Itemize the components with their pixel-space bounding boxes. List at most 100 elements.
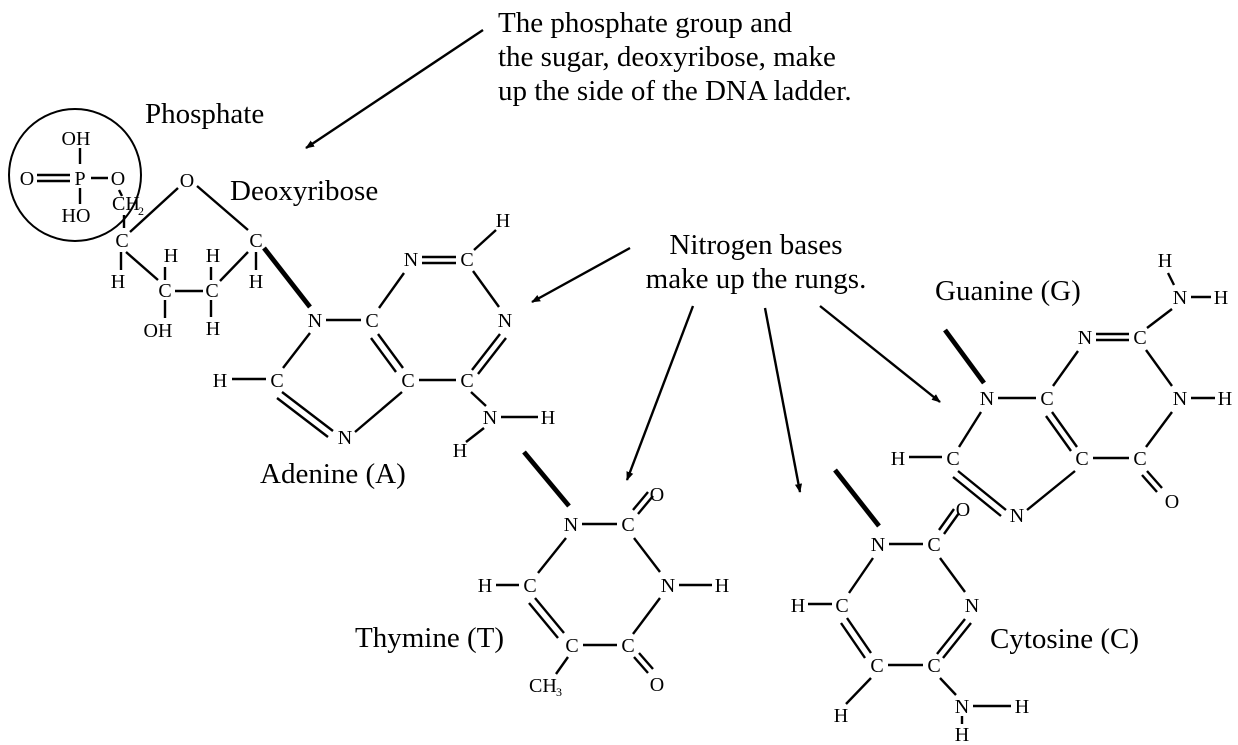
atom-c: C (1133, 448, 1146, 470)
bond (125, 251, 159, 281)
annotation-sides-line3: up the side of the DNA ladder. (498, 75, 852, 107)
atom-h: H (206, 245, 220, 267)
atom-h: H (541, 407, 555, 429)
atom-c: C (870, 655, 883, 677)
bond (129, 187, 179, 233)
atom-o: O (650, 674, 664, 696)
cytosine-molecule: N C O N C C C H H N H H (791, 468, 1029, 745)
atom-n: N (1173, 388, 1187, 410)
atom-c: C (621, 514, 634, 536)
annotation-sides-line2: the sugar, deoxyribose, make (498, 41, 836, 73)
atom-n: N (965, 595, 979, 617)
atom-c: C (249, 230, 262, 252)
glycosidic-bond (943, 328, 986, 385)
annotation-bases-line2: make up the rungs. (646, 263, 867, 295)
atom-c: C (460, 370, 473, 392)
atom-n: N (404, 249, 418, 271)
atom-n: N (1173, 287, 1187, 309)
atom-h: H (453, 440, 467, 462)
bond (1145, 411, 1173, 448)
atom-c: C (927, 655, 940, 677)
atom-c: C (1133, 327, 1146, 349)
bond (470, 391, 487, 407)
bond (1146, 470, 1163, 489)
atom-c: C (270, 370, 283, 392)
cytosine-label: Cytosine (C) (990, 623, 1139, 655)
atom-h: H (496, 210, 510, 232)
bond (1145, 349, 1173, 387)
bond (1045, 415, 1072, 452)
bond (632, 491, 649, 511)
atom-c: C (205, 280, 218, 302)
bond (196, 185, 249, 231)
bond (219, 251, 249, 282)
atom-ch: CH (112, 193, 140, 215)
bond (936, 618, 966, 655)
bond (471, 333, 501, 371)
bond (276, 397, 329, 438)
atom-h: H (834, 705, 848, 727)
annotation-bases: Nitrogen bases make up the rungs. (646, 229, 867, 295)
atom-n: N (338, 427, 352, 449)
atom-oh: OH (62, 128, 91, 150)
bond (633, 656, 649, 674)
bond (848, 557, 874, 594)
bond (638, 652, 654, 670)
guanine-label: Guanine (G) (935, 275, 1081, 307)
atom-h: H (111, 271, 125, 293)
bond (354, 391, 403, 433)
glycosidic-bond (262, 246, 312, 309)
bond (117, 189, 124, 197)
bond (534, 597, 565, 634)
glycosidic-bond (522, 450, 571, 508)
atom-n: N (1078, 327, 1092, 349)
arrow-to-cytosine (763, 307, 803, 493)
bond (1052, 350, 1079, 387)
adenine-molecule: N C N C H N C C C H N N H H (213, 210, 555, 462)
atom-h: H (955, 724, 969, 745)
atom-o: O (20, 168, 34, 190)
bond (943, 512, 960, 535)
atom-p: P (74, 168, 85, 190)
arrows (305, 29, 941, 493)
atom-h: H (891, 448, 905, 470)
atom-c: C (621, 635, 634, 657)
atom-o: O (1165, 491, 1179, 513)
atom-c: C (460, 249, 473, 271)
deoxyribose-label: Deoxyribose (230, 175, 378, 207)
bond (377, 333, 404, 369)
atom-c: C (158, 280, 171, 302)
bond (938, 508, 955, 531)
bond (633, 537, 661, 573)
bond (957, 411, 983, 448)
atom-h: H (478, 575, 492, 597)
atom-h: H (213, 370, 227, 392)
bond (473, 229, 497, 251)
bond (465, 427, 485, 443)
atom-n: N (1010, 505, 1024, 527)
annotation-sides-line1: The phosphate group and (498, 7, 792, 39)
phosphate-label: Phosphate (145, 98, 264, 130)
atom-ho: HO (62, 205, 91, 227)
atom-n: N (871, 534, 885, 556)
deoxyribose-sugar: O C H C H OH C H H C H (111, 170, 312, 342)
bond (378, 272, 405, 309)
atom-h: H (249, 271, 263, 293)
atom-c: C (565, 635, 578, 657)
bond (555, 656, 569, 675)
atom-h: H (1158, 250, 1172, 272)
atom-n: N (661, 575, 675, 597)
atom-c: C (946, 448, 959, 470)
atom-n: N (564, 514, 578, 536)
atom-o: O (111, 168, 125, 190)
atom-h: H (791, 595, 805, 617)
atom-c: C (365, 310, 378, 332)
bond (1026, 470, 1076, 511)
atom-c: C (835, 595, 848, 617)
atom-o: O (180, 170, 194, 192)
atom-c: C (523, 575, 536, 597)
atom-h: H (164, 245, 178, 267)
bond (537, 537, 567, 574)
bond (845, 677, 872, 705)
